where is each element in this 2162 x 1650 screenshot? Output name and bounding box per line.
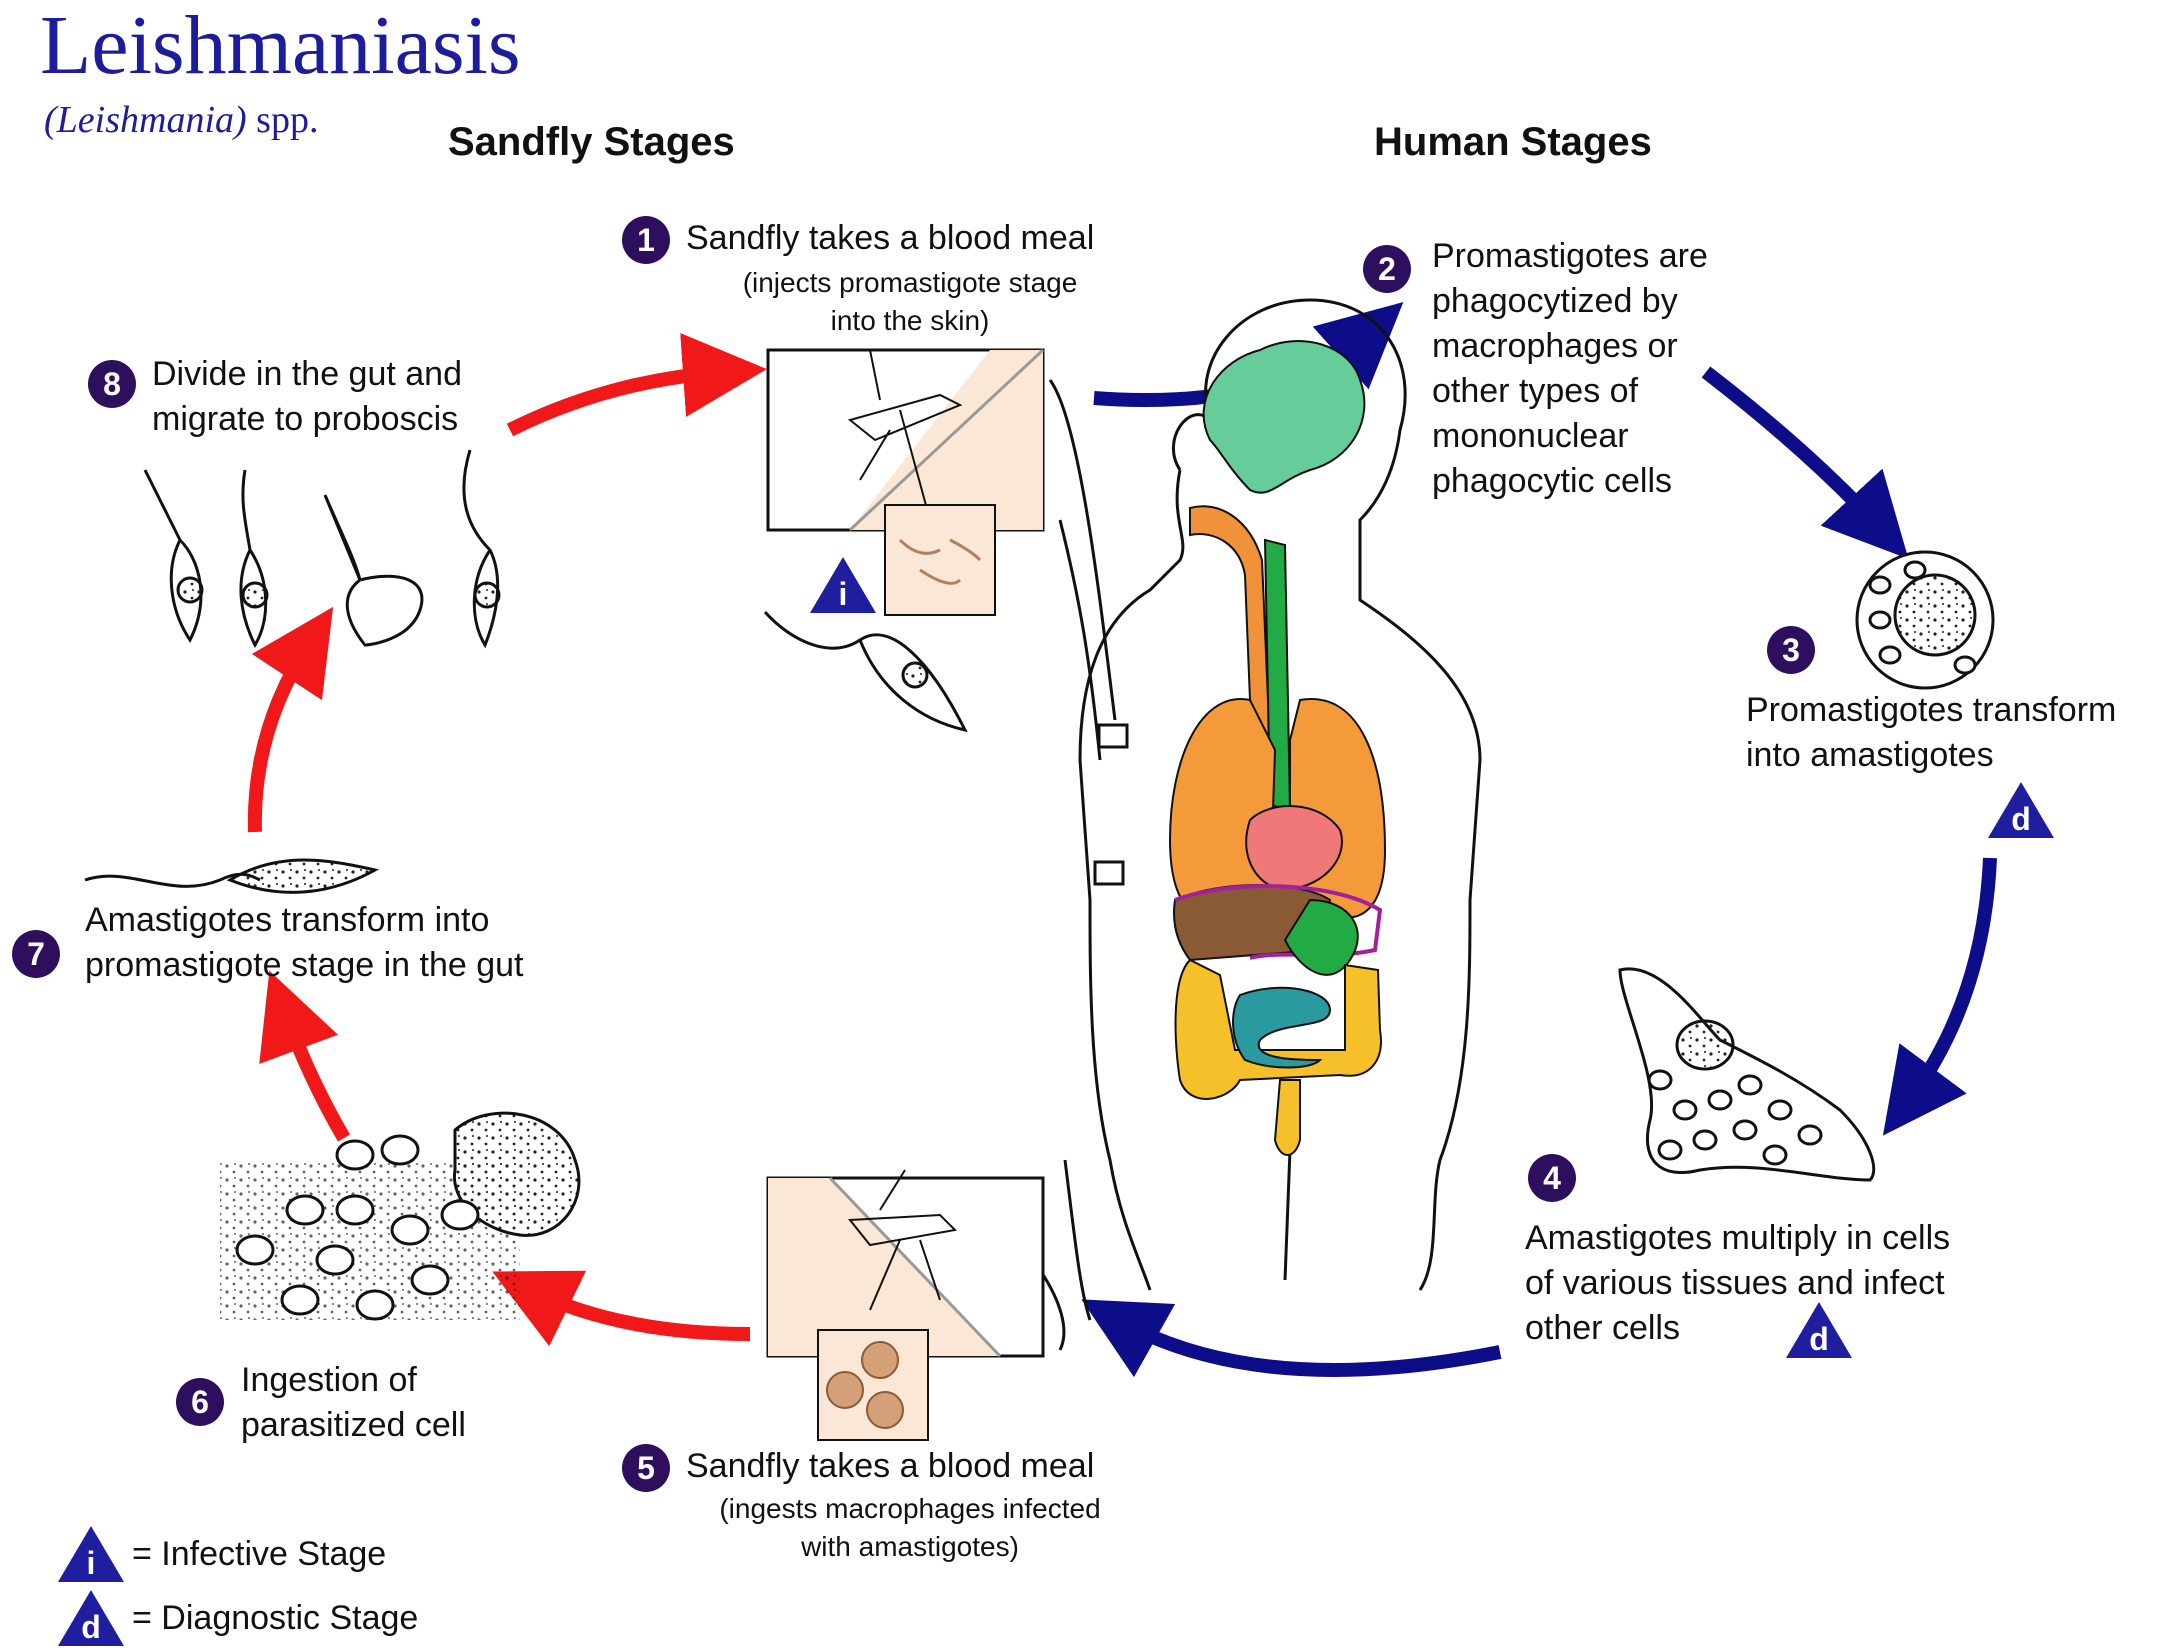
promastigotes-step-8 <box>143 449 501 649</box>
infective-stage-marker-step-1: i <box>810 557 876 613</box>
step-7-text: Amastigotes transform into promastigote … <box>85 898 524 988</box>
step-2-text: Promastigotes are phagocytized by macrop… <box>1432 234 1708 504</box>
diagnostic-marker-letter: d <box>2011 801 2031 837</box>
step-6-line: parasitized cell <box>241 1406 466 1444</box>
rectum <box>1273 1079 1301 1156</box>
heart <box>1245 805 1343 892</box>
small-intestine <box>1232 986 1332 1069</box>
step-8-badge: 8 <box>88 360 136 408</box>
step-1-badge: 1 <box>622 216 670 264</box>
arrow-6-to-7 <box>259 970 351 1142</box>
sandfly-icon-bottom <box>848 1169 958 1311</box>
subtitle-genus: (Leishmania) <box>44 99 247 141</box>
sandfly-panel-1 <box>766 348 1045 616</box>
step-5-subtext: (ingests macrophages infected with amast… <box>680 1490 1140 1566</box>
step-8-text: Divide in the gut and migrate to probosc… <box>152 352 462 442</box>
legend-infective-icon: i <box>58 1526 124 1582</box>
step-2-line: Promastigotes are <box>1432 237 1708 275</box>
step-2-line: phagocytized by <box>1432 282 1678 320</box>
large-intestine <box>1174 958 1382 1100</box>
skin-site-upper <box>1097 723 1129 749</box>
step-8-line: migrate to proboscis <box>152 400 459 438</box>
step-2-line: phagocytic cells <box>1432 462 1673 500</box>
step-7-line: promastigote stage in the gut <box>85 946 524 984</box>
infective-marker-letter: i <box>839 576 848 612</box>
step-8-line: Divide in the gut and <box>152 355 462 393</box>
amastigotes-step-4 <box>1618 967 1876 1182</box>
legend-diagnostic: d = Diagnostic Stage <box>56 1588 418 1648</box>
legend-diagnostic-label: = Diagnostic Stage <box>132 1598 419 1637</box>
diagram-subtitle: (Leishmania) spp. <box>44 98 318 142</box>
arrow-4-to-5 <box>1081 1299 1502 1378</box>
parasitized-cells-step-6 <box>220 1111 581 1321</box>
human-body <box>1038 298 1482 1351</box>
legend-diagnostic-icon: d <box>58 1590 124 1646</box>
sandfly-panel-5 <box>766 1169 1045 1441</box>
step-4-text: Amastigotes multiply in cells of various… <box>1525 1216 1950 1351</box>
promastigote-step-7 <box>84 858 380 894</box>
step-5-subtext-line: (ingests macrophages infected <box>719 1493 1101 1524</box>
macrophage-step-3 <box>1855 550 1995 690</box>
spleen <box>1174 884 1383 960</box>
legend-infective: i = Infective Stage <box>56 1524 386 1584</box>
step-5-text: Sandfly takes a blood meal <box>686 1447 1095 1485</box>
promastigote-infective <box>763 611 968 733</box>
step-1-subtext: (injects promastigote stage into the ski… <box>700 264 1120 340</box>
brain <box>1202 340 1366 494</box>
step-1-text: Sandfly takes a blood meal <box>686 219 1095 257</box>
skin-site-lower <box>1093 860 1125 886</box>
arrow-5-to-6 <box>492 1270 751 1347</box>
legend-infective-label: = Infective Stage <box>132 1534 387 1573</box>
sandfly-stages-heading: Sandfly Stages <box>448 120 735 164</box>
step-1-subtext-line: (injects promastigote stage <box>742 267 1078 298</box>
step-7-badge: 7 <box>12 930 60 978</box>
diagnostic-marker-letter: d <box>1809 1321 1829 1357</box>
step-4-line: Amastigotes multiply in cells <box>1525 1219 1951 1257</box>
step-1-subtext-line: into the skin) <box>830 305 990 336</box>
step-2-line: macrophages or <box>1432 327 1678 365</box>
arrow-2-to-3 <box>1701 366 1909 559</box>
step-3-line: Promastigotes transform <box>1746 691 2117 729</box>
diagram-title: Leishmaniasis <box>40 0 521 92</box>
stomach <box>1283 898 1359 976</box>
step-2-badge: 2 <box>1363 245 1411 293</box>
arrow-8-to-1 <box>506 333 767 437</box>
legend-diagnostic-letter: d <box>81 1609 101 1645</box>
step-3-text: Promastigotes transform into amastigotes <box>1746 688 2116 778</box>
step-5-badge: 5 <box>622 1444 670 1492</box>
step-5-subtext-line: with amastigotes) <box>801 1531 1019 1562</box>
legend-infective-letter: i <box>87 1545 96 1581</box>
human-stages-heading: Human Stages <box>1374 120 1652 164</box>
step-4-line: other cells <box>1525 1309 1680 1347</box>
step-4-line: of various tissues and infect <box>1525 1264 1945 1302</box>
sandfly-icon-top <box>847 349 963 521</box>
subtitle-species: spp. <box>256 99 319 141</box>
diagnostic-stage-marker-step-3: d <box>1988 782 2054 838</box>
step-3-line: into amastigotes <box>1746 736 1994 774</box>
step-6-badge: 6 <box>176 1378 224 1426</box>
human-organs <box>1168 340 1387 1156</box>
step-6-line: Ingestion of <box>241 1361 417 1399</box>
step-3-badge: 3 <box>1767 626 1815 674</box>
step-2-line: mononuclear <box>1432 417 1629 455</box>
arrow-3-to-4 <box>1882 857 1997 1136</box>
step-7-line: Amastigotes transform into <box>85 901 490 939</box>
step-6-text: Ingestion of parasitized cell <box>241 1358 466 1448</box>
arrow-7-to-8 <box>247 606 334 833</box>
step-4-badge: 4 <box>1528 1154 1576 1202</box>
step-2-line: other types of <box>1432 372 1639 410</box>
diagnostic-stage-marker-step-4: d <box>1786 1302 1852 1358</box>
